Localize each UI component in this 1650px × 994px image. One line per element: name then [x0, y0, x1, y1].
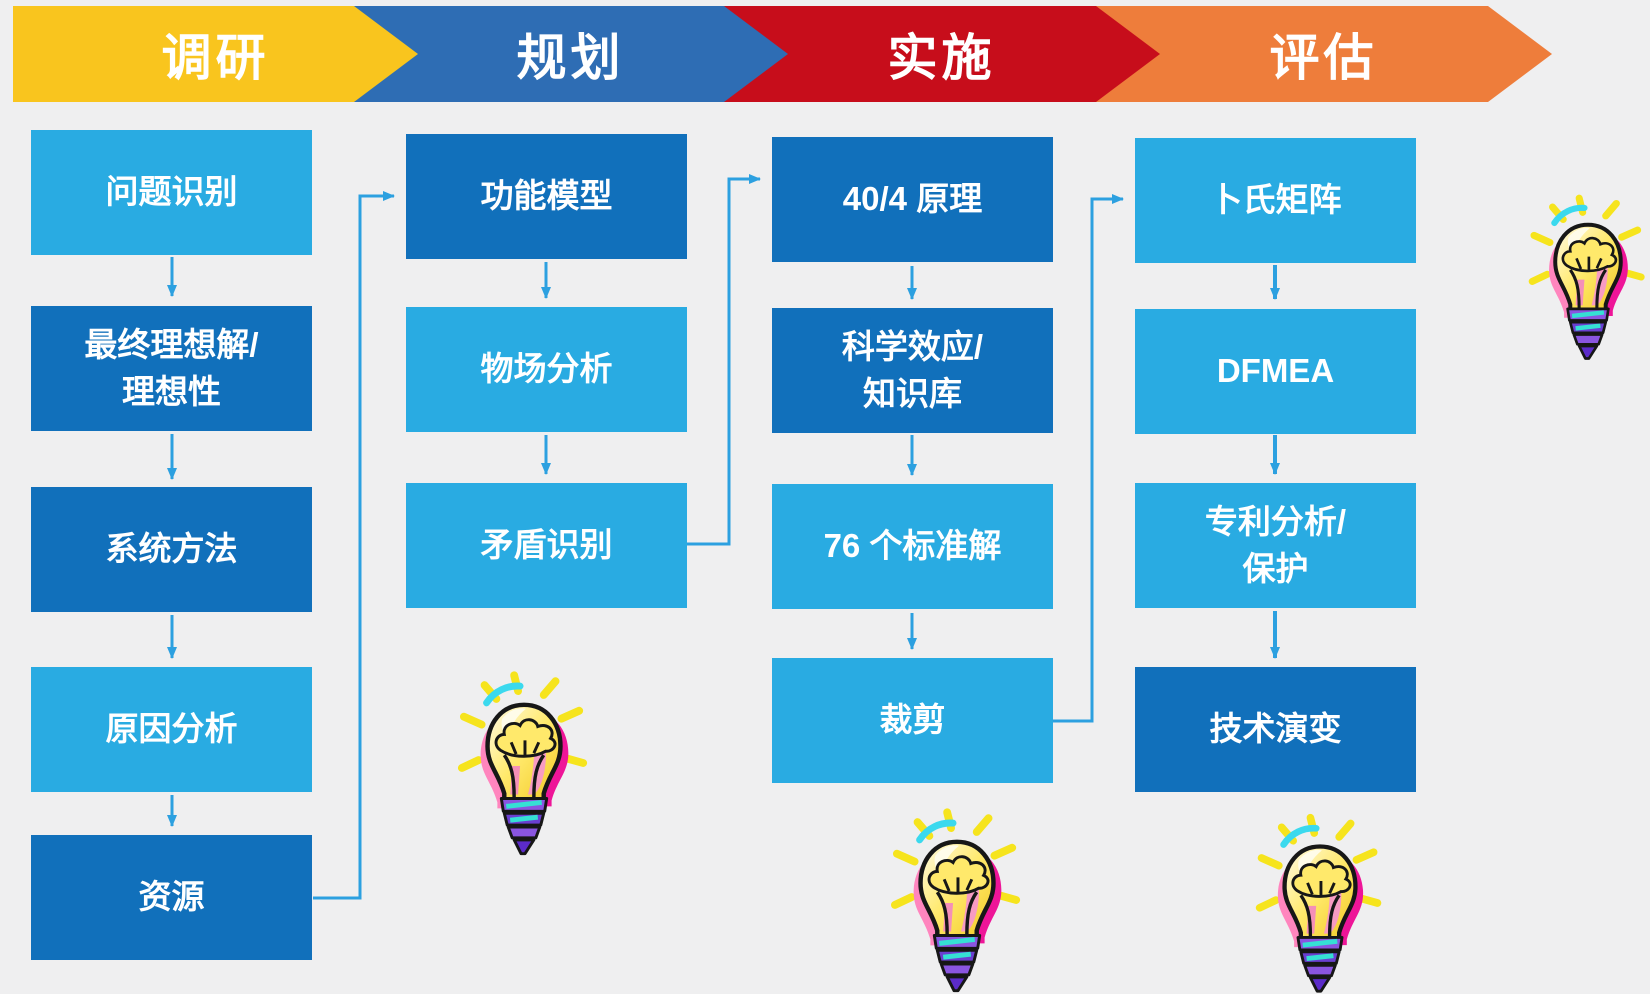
- phase-band-evaluation: 评估: [1095, 6, 1552, 102]
- arrow-contradiction-to-principles: [687, 174, 761, 546]
- box-label: 原因分析: [105, 710, 238, 748]
- box-label: 76 个标准解: [823, 527, 1002, 565]
- box-function-model: 功能模型: [406, 134, 687, 259]
- box-label-line: 知识库: [863, 374, 962, 412]
- box-su-field-analysis: 物场分析: [406, 307, 687, 432]
- box-label-line: 专利分析/: [1204, 503, 1347, 541]
- box-label: 技术演变: [1209, 710, 1342, 748]
- box-label: 系统方法: [105, 530, 238, 568]
- box-label-line: 理想性: [122, 372, 221, 410]
- phase-band-research: 调研: [13, 6, 418, 102]
- box-label: 问题识别: [105, 173, 238, 211]
- box-ideal-final-result: 最终理想解/ 理想性: [31, 306, 312, 431]
- box-resources: 资源: [31, 835, 312, 960]
- box-label: 资源: [138, 878, 205, 916]
- box-dfmea: DFMEA: [1135, 309, 1416, 434]
- phase-label: 规划: [516, 30, 625, 86]
- phase-band-implementation: 实施: [723, 6, 1160, 102]
- arrow-trimming-to-pugh-matrix: [1053, 194, 1124, 723]
- box-label: 物场分析: [480, 350, 613, 388]
- box-label: 40/4 原理: [842, 180, 983, 218]
- box-trimming: 裁剪: [772, 658, 1053, 783]
- box-contradiction-identification: 矛盾识别: [406, 483, 687, 608]
- box-pugh-matrix: 卜氏矩阵: [1135, 138, 1416, 263]
- phase-label: 调研: [161, 30, 270, 86]
- box-76-standard-solutions: 76 个标准解: [772, 484, 1053, 609]
- lightbulb-icon: [888, 806, 1026, 994]
- phase-label: 实施: [887, 30, 996, 86]
- box-label-line: 最终理想解/: [84, 326, 259, 364]
- box-label-line: 科学效应/: [841, 328, 984, 366]
- arrow-resources-to-function-model: [313, 191, 395, 900]
- box-label: DFMEA: [1216, 352, 1335, 390]
- phase-band-planning: 规划: [353, 6, 788, 102]
- phase-label: 评估: [1269, 30, 1378, 86]
- box-label: 裁剪: [879, 701, 946, 739]
- box-40-4-principles: 40/4 原理: [772, 137, 1053, 262]
- box-system-approach: 系统方法: [31, 487, 312, 612]
- box-label: 功能模型: [480, 177, 613, 215]
- box-label: 矛盾识别: [480, 526, 613, 564]
- box-cause-analysis: 原因分析: [31, 667, 312, 792]
- box-label-line: 保护: [1242, 549, 1309, 587]
- box-technology-evolution: 技术演变: [1135, 667, 1416, 792]
- box-label: 卜氏矩阵: [1209, 181, 1342, 219]
- lightbulb-icon: [1526, 186, 1650, 368]
- box-scientific-effects-knowledge-base: 科学效应/ 知识库: [772, 308, 1053, 433]
- lightbulb-icon: [455, 663, 593, 863]
- box-patent-analysis-protection: 专利分析/ 保护: [1135, 483, 1416, 608]
- lightbulb-icon: [1252, 812, 1388, 994]
- box-problem-identification: 问题识别: [31, 130, 312, 255]
